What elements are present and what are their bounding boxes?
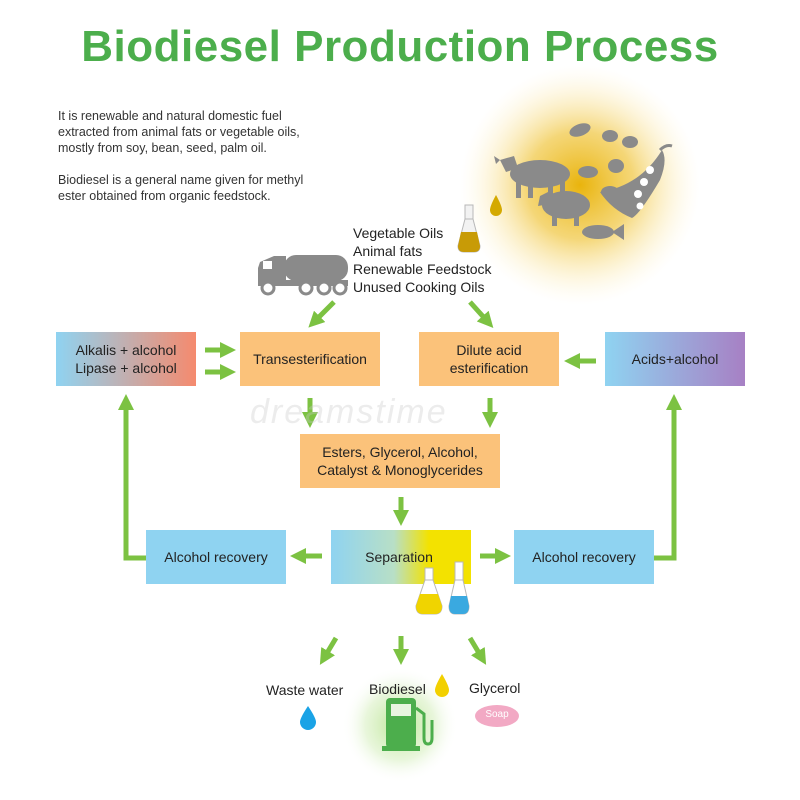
esters-label-2: Catalyst & Monoglycerides — [317, 462, 483, 478]
intro-paragraph-2: Biodiesel is a general name given for me… — [58, 172, 388, 204]
alkalis-box-bg — [56, 332, 196, 386]
soap-label: Soap — [485, 709, 509, 720]
acids-alcohol-label: Acids+alcohol — [631, 351, 719, 367]
waste-water-label: Waste water — [266, 682, 344, 698]
arrow-glycerol — [467, 636, 487, 665]
intro-line: mostly from soy, bean, seed, palm oil. — [58, 141, 267, 155]
tanker-truck-icon — [258, 255, 348, 296]
dilute-acid-label-1: Dilute acid — [456, 342, 522, 358]
feedstock-item: Vegetable Oils — [353, 225, 444, 241]
dilute-acid-label-2: esterification — [449, 360, 529, 376]
fuel-pump-icon — [382, 698, 434, 751]
alcohol-recovery-left-label: Alcohol recovery — [164, 549, 268, 565]
yellow-flask-icon — [415, 567, 443, 615]
esters-box-bg — [300, 434, 500, 488]
feedstock-item: Unused Cooking Oils — [353, 279, 485, 295]
feedstock-item: Animal fats — [353, 243, 423, 259]
separation-label: Separation — [365, 549, 433, 565]
intro-line: It is renewable and natural domestic fue… — [58, 109, 282, 123]
transesterification-box-bg — [240, 332, 380, 386]
acids-alcohol-box-bg — [605, 332, 745, 386]
arrow-waste-water — [319, 636, 339, 665]
arrow-feed-right — [468, 300, 494, 328]
oil-flask-icon — [457, 204, 481, 253]
soap-icon — [475, 705, 519, 727]
separation-box: Separation — [331, 530, 471, 584]
transesterification-box: Transesterification — [240, 332, 380, 386]
biodiesel-drop-icon — [435, 674, 449, 697]
cow-icon — [494, 156, 570, 198]
separation-box-bg — [331, 530, 471, 584]
intro-paragraph-1: It is renewable and natural domestic fue… — [58, 108, 388, 156]
fish-icon — [582, 224, 624, 240]
feedstock-item: Renewable Feedstock — [353, 261, 492, 277]
arrow-recycle-left — [117, 393, 146, 561]
dilute-acid-box-bg — [419, 332, 559, 386]
feedstock-list: Vegetable Oils Animal fats Renewable Fee… — [353, 224, 492, 296]
arrow-recycle-right — [654, 393, 683, 561]
pig-icon — [538, 191, 590, 226]
page-title: Biodiesel Production Process — [81, 22, 719, 71]
biodiesel-label: Biodiesel — [369, 681, 426, 697]
blue-flask-icon — [448, 561, 470, 615]
alcohol-recovery-left-box-bg — [146, 530, 286, 584]
alkalis-box: Alkalis + alcohol Lipase + alcohol — [56, 332, 196, 386]
glycerol-label: Glycerol — [469, 680, 521, 696]
alkalis-label: Alkalis + alcohol — [75, 342, 177, 358]
alcohol-recovery-right-box-bg — [514, 530, 654, 584]
esters-label-1: Esters, Glycerol, Alcohol, — [322, 444, 478, 460]
esters-box: Esters, Glycerol, Alcohol, Catalyst & Mo… — [300, 434, 500, 488]
acids-alcohol-box: Acids+alcohol — [605, 332, 745, 386]
alcohol-recovery-right-label: Alcohol recovery — [532, 549, 636, 565]
lipase-label: Lipase + alcohol — [75, 360, 177, 376]
alcohol-recovery-right-box: Alcohol recovery — [514, 530, 654, 584]
oil-drop-icon — [490, 195, 502, 216]
intro-line: ester obtained from organic feedstock. — [58, 189, 271, 203]
watermark: dreamstime — [250, 393, 448, 431]
peapod-icon — [600, 144, 673, 218]
arrow-feed-left — [308, 300, 336, 328]
dilute-acid-box: Dilute acid esterification — [419, 332, 559, 386]
intro-line: Biodiesel is a general name given for me… — [58, 173, 304, 187]
intro-line: extracted from animal fats or vegetable … — [58, 125, 300, 139]
water-drop-icon — [300, 706, 316, 730]
transesterification-label: Transesterification — [253, 351, 367, 367]
alcohol-recovery-left-box: Alcohol recovery — [146, 530, 286, 584]
feedstock-glow — [460, 65, 700, 305]
